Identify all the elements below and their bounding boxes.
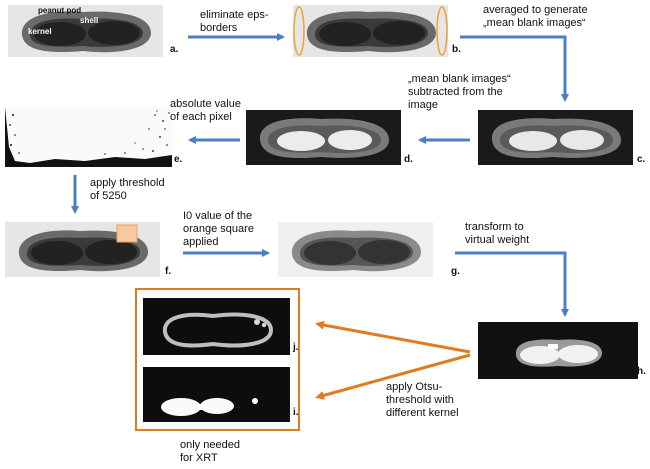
panel-h-image [478, 322, 638, 379]
peanut-pod-label: peanut pod [38, 6, 82, 15]
panel-b-label: b. [452, 44, 461, 55]
arrow-h-to-j [315, 320, 471, 354]
panel-i-image [143, 367, 290, 422]
kernel-label: kernel [28, 27, 52, 36]
step-transform-weight: transform to virtual weight [465, 221, 530, 246]
step-eliminate-borders: eliminate eps- borders [200, 9, 269, 34]
panel-g-image [278, 222, 433, 277]
xrt-box [135, 288, 300, 431]
panel-c-image [478, 110, 633, 165]
panel-j-label: j. [293, 342, 299, 353]
panel-f-image [5, 222, 160, 277]
panel-a-image [8, 5, 163, 57]
panel-d-image [246, 110, 401, 165]
panel-h-label: h. [637, 366, 646, 377]
panel-e-label: e. [174, 154, 183, 165]
xrt-note: only needed for XRT [180, 439, 240, 464]
panel-g-label: g. [451, 266, 460, 277]
step-absolute-value: absolute value of each pixel [170, 98, 241, 123]
step-i0-value: I0 value of the orange square applied [183, 210, 254, 248]
step-averaged: averaged to generate „mean blank images“ [483, 4, 588, 29]
panel-b-image [293, 5, 448, 57]
panel-f-label: f. [165, 266, 172, 277]
step-otsu-threshold: apply Otsu- threshold with different ker… [386, 381, 459, 419]
panel-c-label: c. [637, 154, 646, 165]
panel-a-label: a. [170, 44, 179, 55]
panel-j-image [143, 298, 290, 355]
panel-e-image [5, 107, 172, 167]
arrow-g-to-h [455, 251, 569, 317]
shell-label: shell [80, 16, 99, 25]
panel-i-label: i. [293, 407, 299, 418]
step-subtracted: „mean blank images“ subtracted from the … [408, 73, 511, 111]
panel-d-label: d. [404, 154, 413, 165]
step-apply-threshold: apply threshold of 5250 [90, 177, 165, 202]
